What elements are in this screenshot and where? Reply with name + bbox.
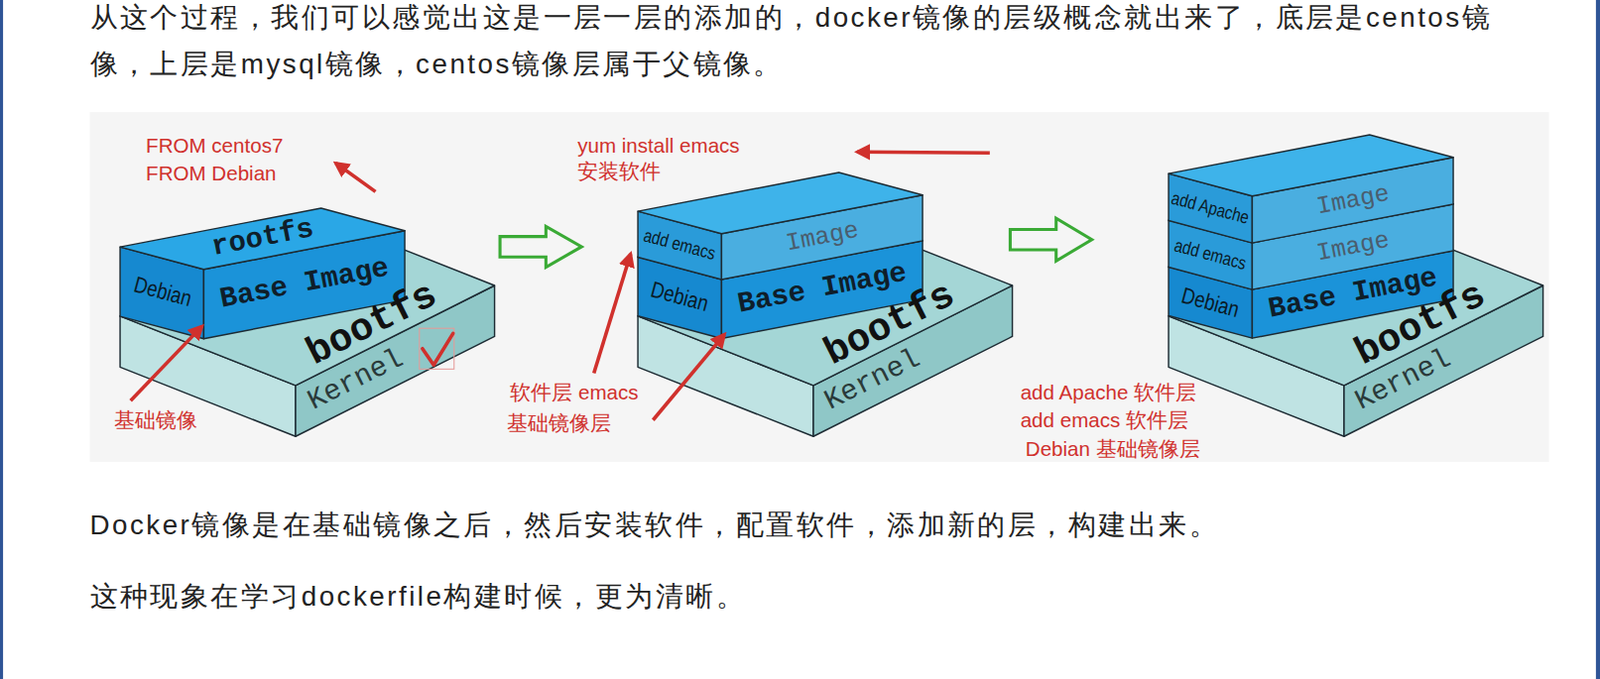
- red-arrow: [652, 334, 725, 420]
- annotation: 基础镜像层: [506, 411, 612, 436]
- figure-panel: [90, 112, 1550, 463]
- red-arrow: [594, 253, 631, 373]
- check-box: [419, 328, 455, 370]
- annotation: yum install emacs: [577, 133, 739, 158]
- layer-outline: [1166, 132, 1456, 246]
- layer-face-top: [1168, 134, 1454, 197]
- annotation: FROM Debian: [145, 161, 276, 186]
- paragraph: Docker镜像是在基础镜像之后，然后安装软件，配置软件，添加新的层，构建出来。: [90, 501, 1545, 549]
- annotation: add emacs 软件层: [1020, 408, 1189, 433]
- red-arrow: [335, 163, 375, 193]
- green-arrow: [499, 226, 582, 267]
- red-arrow: [857, 151, 990, 153]
- check-mark: [422, 333, 454, 366]
- page-border: [0, 0, 3, 679]
- paragraph: 这种现象在学习dockerfile构建时候，更为清晰。: [90, 573, 1545, 620]
- annotation: Debian 基础镜像层: [1025, 437, 1201, 462]
- paragraph: 从这个过程，我们可以感觉出这是一层一层的添加的，docker镜像的层级概念就出来…: [90, 0, 1545, 88]
- image-layer: add ApacheImage: [1166, 132, 1456, 246]
- green-arrow: [1009, 218, 1092, 261]
- annotation: 软件层 emacs: [509, 380, 638, 405]
- layer-face-top: [637, 216, 1013, 386]
- layer-face-top: [637, 172, 923, 235]
- annotation: FROM centos7: [145, 133, 283, 158]
- annotation: add Apache 软件层: [1020, 380, 1197, 405]
- layer-face-top: [1168, 216, 1544, 386]
- annotation: 安装软件: [577, 159, 661, 184]
- page-border: [1596, 0, 1600, 679]
- red-arrow: [130, 326, 203, 401]
- annotation: 基础镜像: [114, 408, 198, 433]
